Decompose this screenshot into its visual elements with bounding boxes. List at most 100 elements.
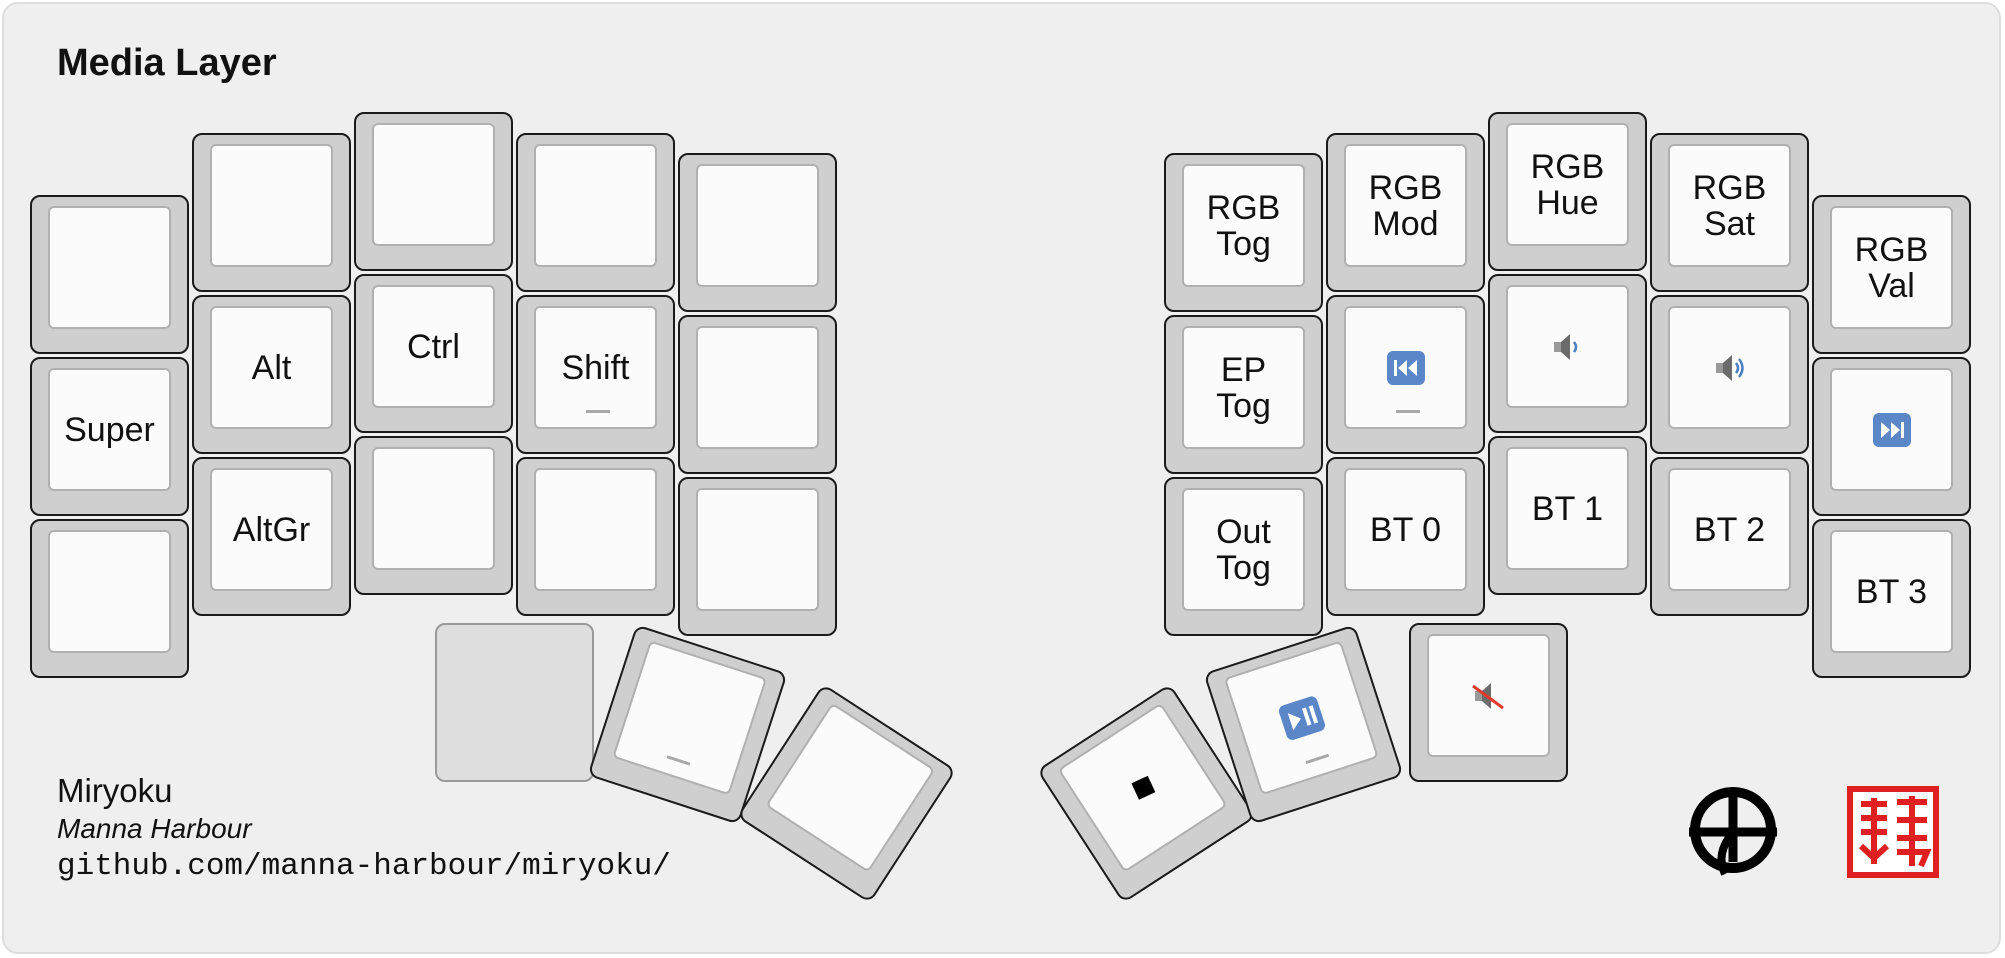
mute-icon	[1469, 678, 1509, 714]
volume-down-icon	[1550, 330, 1586, 364]
keycap-face	[1427, 634, 1550, 757]
home-row-bump	[586, 410, 610, 413]
right-key-r0-c2: RGB Hue	[1488, 112, 1647, 271]
keycap-face	[696, 488, 819, 611]
volume-up-icon	[1712, 351, 1748, 385]
left-key-r1-c3: Shift	[516, 295, 675, 454]
keycap-face	[1830, 368, 1953, 491]
stop-icon	[1119, 764, 1166, 811]
next-track-icon	[1872, 412, 1912, 448]
footer-url: github.com/manna-harbour/miryoku/	[57, 849, 671, 884]
keycap-face	[534, 144, 657, 267]
left-key-r0-c3	[516, 133, 675, 292]
key-label: RGB Hue	[1530, 147, 1605, 222]
right-key-r1-c3	[1650, 295, 1809, 454]
keycap-face: Alt	[210, 306, 333, 429]
key-label: BT 0	[1369, 510, 1442, 549]
key-label: RGB Tog	[1206, 188, 1281, 263]
key-label: BT 2	[1693, 510, 1766, 549]
right-key-r2-c1: BT 0	[1326, 457, 1485, 616]
key-label: BT 1	[1531, 489, 1604, 528]
keycap-face	[534, 468, 657, 591]
right-key-r0-c3: RGB Sat	[1650, 133, 1809, 292]
home-row-bump	[666, 755, 691, 766]
key-label: Ctrl	[407, 327, 460, 366]
right-key-r0-c4: RGB Val	[1812, 195, 1971, 354]
left-key-r1-c2: Ctrl	[354, 274, 513, 433]
left-key-r2-c3	[516, 457, 675, 616]
left-key-r1-c1: Alt	[192, 295, 351, 454]
left-key-r2-c1: AltGr	[192, 457, 351, 616]
footer-name: Miryoku	[57, 772, 173, 809]
home-row-bump	[1305, 753, 1330, 765]
right-key-r2-c4: BT 3	[1812, 519, 1971, 678]
keycap-face: BT 3	[1830, 530, 1953, 653]
right-key-r2-c0: Out Tog	[1164, 477, 1323, 636]
keycap-face	[1668, 306, 1791, 429]
keycap-face	[612, 640, 768, 796]
key-label: Super	[64, 410, 155, 449]
keycap-face: BT 1	[1506, 447, 1629, 570]
keycap-face	[1506, 285, 1629, 408]
keycap-face: AltGr	[210, 468, 333, 591]
keycap-face: BT 2	[1668, 468, 1791, 591]
keycap-face	[696, 164, 819, 287]
left-key-r0-c2	[354, 112, 513, 271]
right-key-r0-c1: RGB Mod	[1326, 133, 1485, 292]
keycap-face	[1223, 640, 1379, 796]
right-key-r1-c1	[1326, 295, 1485, 454]
right-thumb-key-2	[1409, 623, 1568, 782]
right-key-r0-c0: RGB Tog	[1164, 153, 1323, 312]
keycap-face: Shift	[534, 306, 657, 429]
left-key-r2-c4	[678, 477, 837, 636]
right-key-r1-c4	[1812, 357, 1971, 516]
right-key-r2-c3: BT 2	[1650, 457, 1809, 616]
key-label: RGB Sat	[1692, 168, 1767, 243]
right-key-r2-c2: BT 1	[1488, 436, 1647, 595]
key-label: BT 3	[1855, 572, 1928, 611]
left-key-r2-c2	[354, 436, 513, 595]
keycap-face: RGB Hue	[1506, 123, 1629, 246]
left-key-r0-c0	[30, 195, 189, 354]
previous-track-icon	[1386, 350, 1426, 386]
key-label: Alt	[251, 348, 292, 387]
right-thumb-key-0	[1036, 683, 1257, 904]
right-key-r1-c0: EP Tog	[1164, 315, 1323, 474]
keycap-face: Out Tog	[1182, 488, 1305, 611]
play-pause-icon	[1275, 693, 1327, 742]
keycap-face: RGB Mod	[1344, 144, 1467, 267]
key-label: Shift	[561, 348, 630, 387]
manna-harbour-logo-icon	[1685, 782, 1781, 883]
right-key-r1-c2	[1488, 274, 1647, 433]
keycap-face: EP Tog	[1182, 326, 1305, 449]
footer-author: Manna Harbour	[57, 813, 252, 844]
left-key-r0-c4	[678, 153, 837, 312]
key-label: RGB Mod	[1368, 168, 1443, 243]
keycap-face	[48, 206, 171, 329]
home-row-bump	[1396, 410, 1420, 413]
keycap-face: BT 0	[1344, 468, 1467, 591]
key-label: EP Tog	[1216, 350, 1271, 425]
left-key-r2-c0	[30, 519, 189, 678]
keycap-face	[1057, 702, 1228, 873]
keycap-face: Ctrl	[372, 285, 495, 408]
key-label: AltGr	[232, 510, 311, 549]
key-label: RGB Val	[1854, 230, 1929, 305]
layer-title: Media Layer	[57, 42, 277, 84]
keycap-face	[210, 144, 333, 267]
keycap-face	[372, 447, 495, 570]
left-key-r1-c0: Super	[30, 357, 189, 516]
keycap-face	[372, 123, 495, 246]
key-label: Out Tog	[1216, 512, 1271, 587]
keycap-face	[1344, 306, 1467, 429]
left-key-r0-c1	[192, 133, 351, 292]
right-thumb-key-1	[1203, 624, 1404, 825]
keycap-face: RGB Val	[1830, 206, 1953, 329]
keycap-face: Super	[48, 368, 171, 491]
left-thumb-key-0	[435, 623, 594, 782]
keycap-face: RGB Sat	[1668, 144, 1791, 267]
keycap-face	[48, 530, 171, 653]
miryoku-kanji-seal-icon	[1847, 786, 1939, 883]
left-key-r1-c4	[678, 315, 837, 474]
